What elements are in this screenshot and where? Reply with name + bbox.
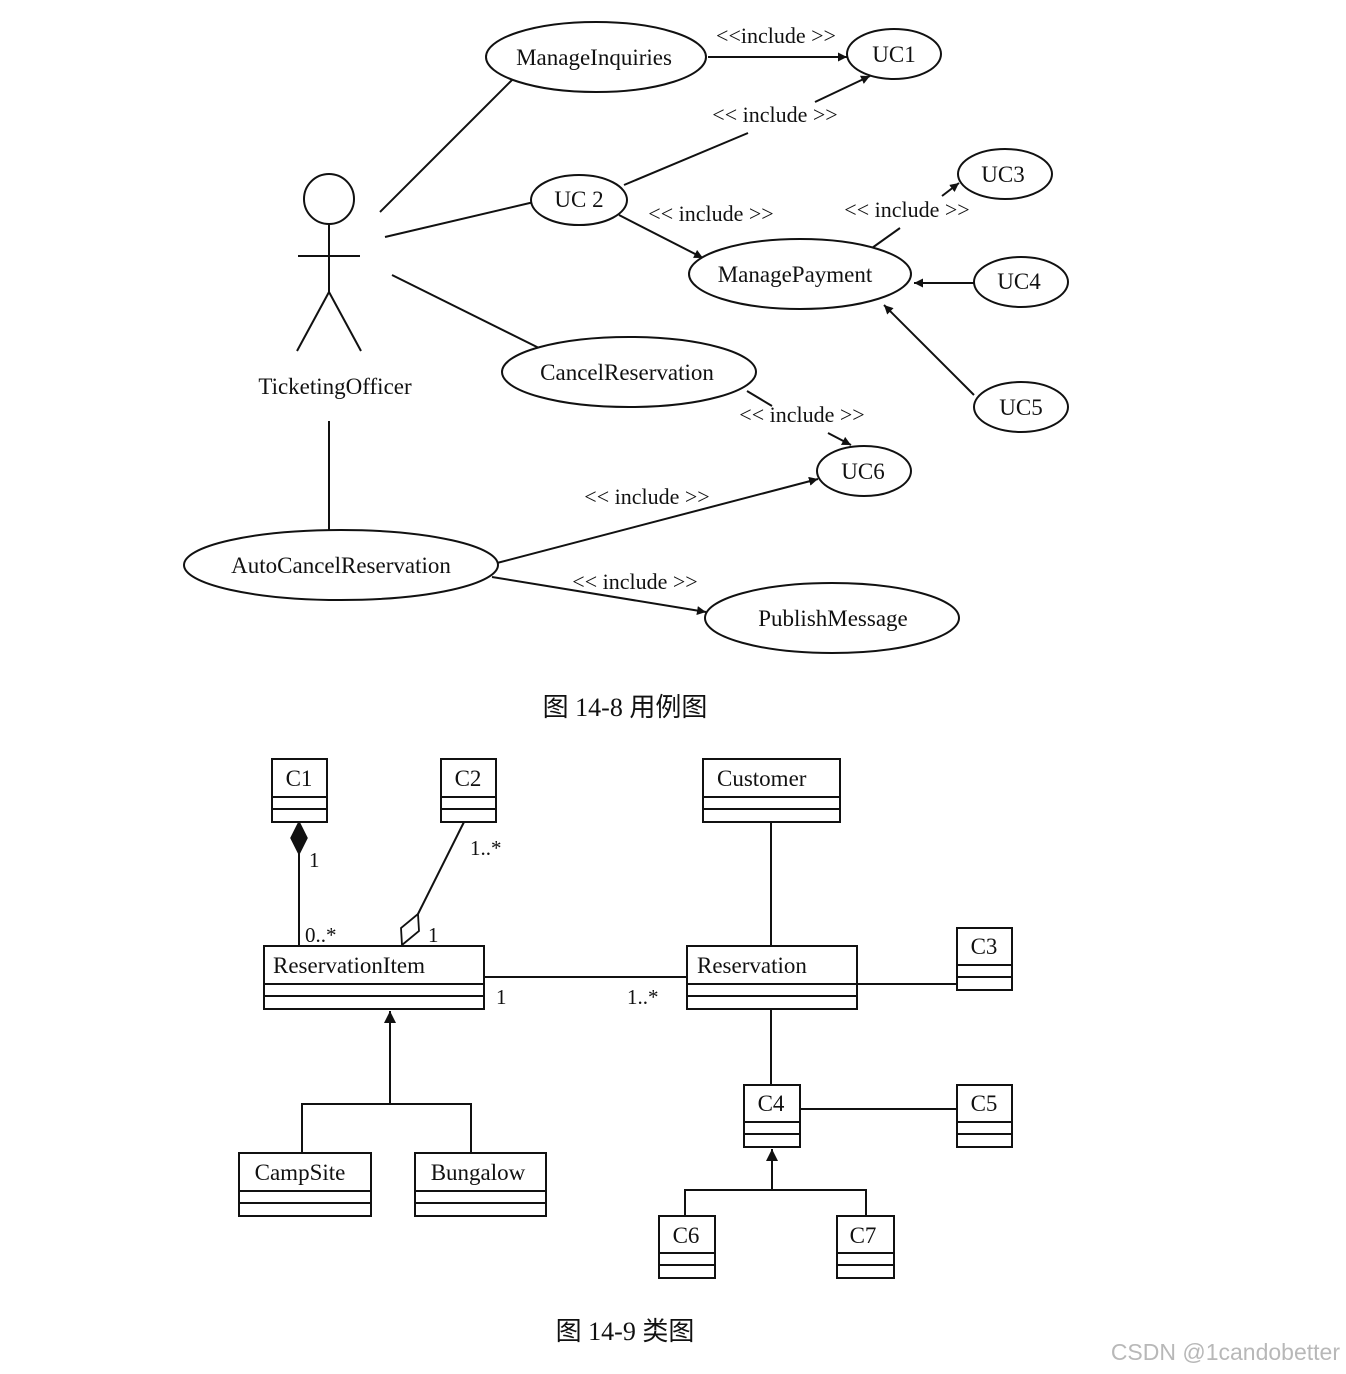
class-c4: C4: [743, 1084, 801, 1148]
include-label: << include >>: [648, 201, 773, 226]
class-name: Reservation: [697, 953, 807, 978]
class-name: Customer: [717, 766, 807, 791]
class-name: C4: [758, 1091, 785, 1116]
class-c1: C1: [271, 758, 328, 823]
include-uc2-manage-payment: [618, 214, 704, 259]
multiplicity-label: 1: [309, 848, 320, 872]
class-diagram: C1 C2 Customer ReservationItem Reservati…: [238, 758, 1013, 1346]
include-cr-uc6-a: [746, 390, 773, 407]
class-c6: C6: [658, 1215, 716, 1279]
use-case-label: UC5: [999, 395, 1042, 420]
include-label: << include >>: [844, 197, 969, 222]
class-name: C6: [673, 1223, 700, 1248]
use-case-cancel-reservation: CancelReservation: [501, 336, 757, 408]
multiplicity-label: 1: [428, 923, 439, 947]
class-name: C2: [455, 766, 482, 791]
use-case-label: UC 2: [554, 187, 603, 212]
multiplicity-label: 1: [496, 985, 507, 1009]
class-name: Bungalow: [431, 1160, 526, 1185]
class-reservation-item: ReservationItem: [263, 945, 485, 1010]
class-reservation: Reservation: [686, 945, 858, 1010]
include-mp-uc3-a: [871, 227, 901, 249]
use-case-publish-message: PublishMessage: [704, 582, 960, 654]
include-uc2-uc1-a: [623, 132, 749, 186]
actor-left-leg: [296, 291, 330, 352]
use-case-uc4: UC4: [973, 256, 1069, 308]
actor-label: TicketingOfficer: [258, 374, 412, 399]
figure-caption-14-8: 图 14-8 用例图: [543, 693, 708, 722]
assoc-actor-manage-inquiries: [379, 79, 513, 213]
actor-ticketing-officer: TicketingOfficer: [258, 173, 412, 399]
use-case-label: UC3: [981, 162, 1024, 187]
use-case-auto-cancel-reservation: AutoCancelReservation: [183, 529, 499, 601]
use-case-uc3: UC3: [957, 148, 1053, 200]
class-c5: C5: [956, 1084, 1013, 1148]
assoc-actor-uc2: [384, 201, 535, 238]
class-name: C5: [971, 1091, 998, 1116]
include-acr-uc6: [496, 476, 819, 564]
class-campsite: CampSite: [238, 1152, 372, 1217]
use-case-label: UC1: [872, 42, 915, 67]
include-acr-publish-message: [491, 576, 707, 615]
actor-head: [303, 173, 355, 225]
multiplicity-label: 1..*: [627, 985, 659, 1009]
assoc-actor-cancel-reservation: [391, 274, 542, 350]
rel-uc5-manage-payment: [883, 304, 975, 396]
watermark-text: CSDN @1candobetter: [1111, 1339, 1341, 1365]
class-customer: Customer: [702, 758, 841, 823]
class-c2: C2: [440, 758, 497, 823]
include-label: << include >>: [712, 102, 837, 127]
multiplicity-label: 1..*: [470, 836, 502, 860]
use-case-manage-inquiries: ManageInquiries: [485, 21, 707, 93]
class-c3: C3: [956, 927, 1013, 991]
generalization-branch: [301, 1103, 472, 1152]
class-c7: C7: [836, 1215, 895, 1279]
include-uc2-uc1-b: [814, 75, 871, 103]
use-case-uc5: UC5: [973, 381, 1069, 433]
use-case-uc6: UC6: [816, 445, 912, 497]
use-case-uc1: UC1: [846, 28, 942, 80]
use-case-diagram: TicketingOfficer ManageInquiries UC1: [183, 21, 1069, 722]
include-cr-uc6-b: [827, 432, 852, 446]
class-name: C3: [971, 934, 998, 959]
class-bungalow: Bungalow: [414, 1152, 547, 1217]
actor-right-leg: [328, 291, 362, 352]
multiplicity-label: 0..*: [305, 923, 337, 947]
class-name: C1: [286, 766, 313, 791]
use-case-label: UC6: [841, 459, 884, 484]
figure-caption-14-9: 图 14-9 类图: [556, 1317, 695, 1346]
use-case-uc2: UC 2: [530, 174, 628, 226]
aggregation-c2-reservation-item: [417, 821, 465, 915]
include-label: << include >>: [739, 402, 864, 427]
class-name: C7: [850, 1223, 877, 1248]
use-case-label: UC4: [997, 269, 1041, 294]
include-label: << include >>: [572, 569, 697, 594]
use-case-manage-payment: ManagePayment: [688, 238, 912, 310]
generalization-branch: [684, 1189, 867, 1216]
composition-diamond: [290, 820, 308, 856]
aggregation-diamond: [400, 912, 420, 947]
include-label: <<include >>: [716, 23, 836, 48]
use-case-label: ManagePayment: [718, 262, 873, 287]
include-label: << include >>: [584, 484, 709, 509]
include-mp-uc3-b: [941, 182, 960, 197]
use-case-label: AutoCancelReservation: [231, 553, 451, 578]
use-case-label: ManageInquiries: [516, 45, 672, 70]
class-name: ReservationItem: [273, 953, 425, 978]
class-name: CampSite: [255, 1160, 346, 1185]
use-case-label: CancelReservation: [540, 360, 714, 385]
use-case-label: PublishMessage: [758, 606, 908, 631]
